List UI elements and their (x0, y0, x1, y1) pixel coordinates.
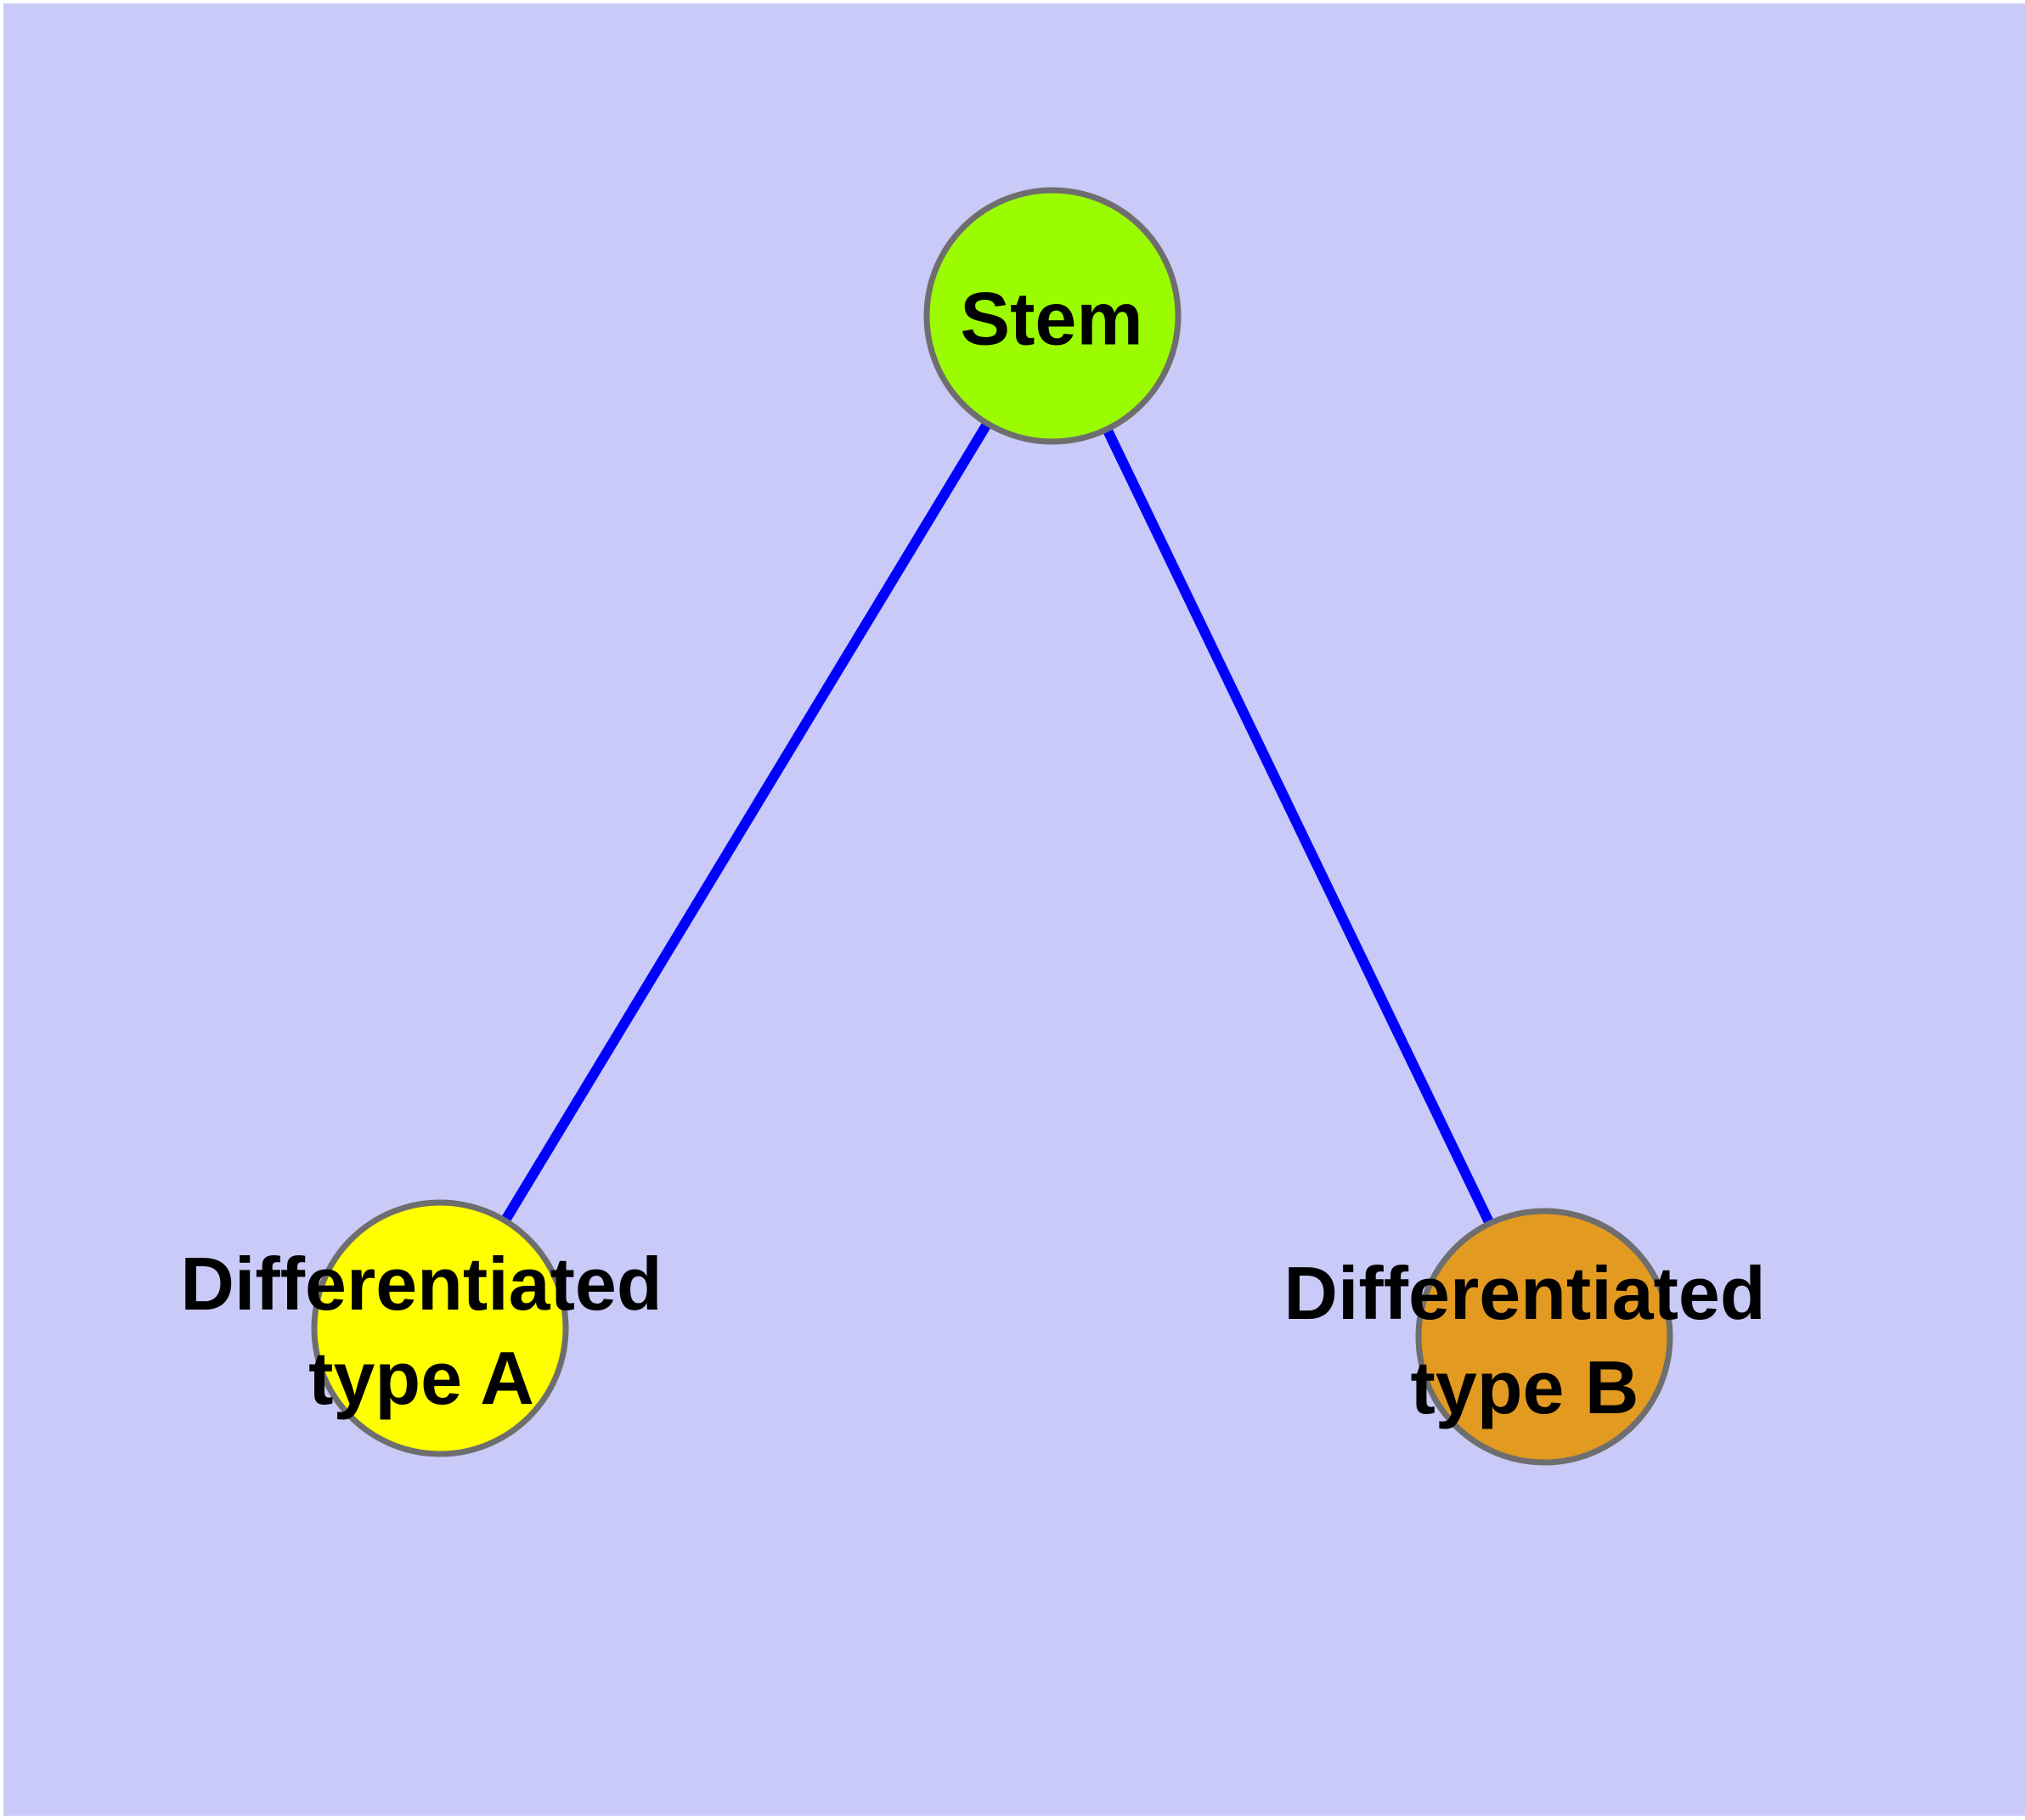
nodes-layer (311, 187, 1673, 1466)
node-diff-b (1415, 1208, 1673, 1466)
edges-layer (435, 313, 1549, 1339)
node-label-diff-a-line-1: Differentiated (180, 1242, 662, 1326)
node-label-diff-b-line-2: type B (1411, 1345, 1639, 1429)
node-diff-a (311, 1199, 569, 1457)
node-label-diff-a-line-2: type A (308, 1336, 534, 1420)
node-stem (923, 187, 1182, 445)
edge-stem-diff-b (1047, 313, 1549, 1339)
edge-stem-diff-a (435, 313, 1058, 1332)
node-label-diff-b-line-1: Differentiated (1283, 1251, 1765, 1335)
node-label-stem-line-1: Stem (960, 277, 1142, 361)
